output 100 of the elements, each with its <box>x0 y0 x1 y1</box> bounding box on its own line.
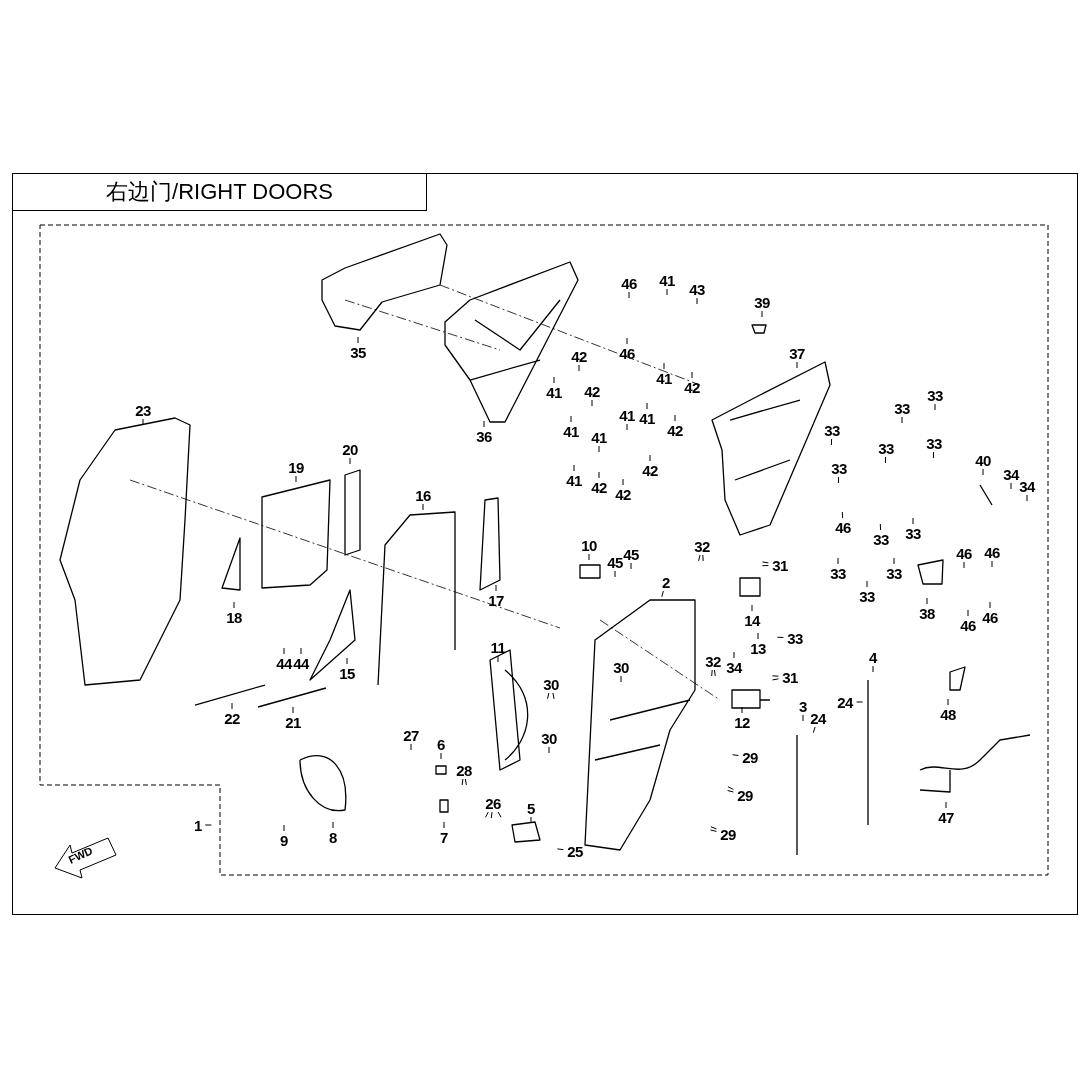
callout-number: 31 <box>772 557 788 573</box>
callout-number: 2 <box>662 574 670 590</box>
callout-number: 42 <box>684 379 700 395</box>
callout-number: 16 <box>415 487 431 503</box>
callout-number: 30 <box>541 730 557 746</box>
leader-line <box>837 476 840 484</box>
leader-line <box>772 678 779 681</box>
callout-number: 3 <box>799 698 807 714</box>
callout-number: 42 <box>591 479 607 495</box>
leader-line <box>440 752 442 760</box>
callout-number: 46 <box>956 545 972 561</box>
callout-number: 42 <box>667 422 683 438</box>
leader-line <box>553 376 555 384</box>
leader-line <box>614 570 616 578</box>
leader-line <box>732 754 739 756</box>
callout-number: 33 <box>824 422 840 438</box>
callout-number: 41 <box>591 429 607 445</box>
leader-line <box>547 692 550 700</box>
callout-number: 4 <box>869 649 877 665</box>
callout-number: 6 <box>437 736 445 752</box>
leader-line <box>691 371 693 379</box>
leader-line <box>982 468 984 476</box>
callout-number: 1 <box>194 817 202 833</box>
leader-line <box>934 403 936 411</box>
leader-line <box>893 557 895 565</box>
callout-number: 47 <box>938 809 954 825</box>
callout-number: 33 <box>894 400 910 416</box>
leader-line <box>741 706 743 714</box>
leader-line <box>300 647 302 655</box>
leader-line <box>556 848 564 851</box>
leader-line <box>485 811 489 818</box>
leader-line <box>570 415 572 423</box>
callout-number: 26 <box>485 795 501 811</box>
callout-number: 37 <box>789 345 805 361</box>
leader-line <box>661 590 664 598</box>
callout-number: 12 <box>734 714 750 730</box>
leader-line <box>674 414 676 422</box>
leader-line <box>591 399 593 407</box>
leader-line <box>349 457 351 465</box>
leader-line <box>626 337 628 345</box>
leader-line <box>295 475 297 483</box>
callout-number: 33 <box>787 630 803 646</box>
callout-number: 31 <box>782 669 798 685</box>
leader-line <box>761 310 763 318</box>
leader-line <box>945 801 947 809</box>
callout-number: 36 <box>476 428 492 444</box>
leader-line <box>497 655 499 663</box>
leader-line <box>666 288 668 296</box>
leader-line <box>796 361 798 369</box>
leader-line <box>578 364 580 372</box>
leader-line <box>837 557 839 565</box>
leader-line <box>926 597 928 605</box>
callout-number: 20 <box>342 441 358 457</box>
leader-line <box>646 402 648 410</box>
callout-number: 8 <box>329 829 337 845</box>
leader-line <box>698 554 701 562</box>
leader-line <box>872 665 874 673</box>
callout-number: 33 <box>873 531 889 547</box>
leader-line <box>1010 482 1012 490</box>
leader-line <box>231 702 233 710</box>
callout-number: 24 <box>810 710 826 726</box>
leader-line <box>357 336 359 344</box>
callout-number: 33 <box>926 435 942 451</box>
callout-number: 40 <box>975 452 991 468</box>
callout-number: 33 <box>905 525 921 541</box>
callout-number: 42 <box>584 383 600 399</box>
leader-line <box>464 778 467 786</box>
callout-number: 5 <box>527 800 535 816</box>
callout-number: 48 <box>940 706 956 722</box>
leader-line <box>497 811 502 818</box>
callout-number: 46 <box>960 617 976 633</box>
callout-number: 38 <box>919 605 935 621</box>
leader-line <box>626 423 628 431</box>
callout-number: 41 <box>659 272 675 288</box>
leader-line <box>757 632 759 640</box>
callout-number: 44 <box>293 655 309 671</box>
callout-number: 24 <box>837 694 853 710</box>
leader-line <box>751 604 753 612</box>
leader-line <box>628 291 630 299</box>
leader-line <box>530 816 532 824</box>
leader-line <box>283 824 285 832</box>
leader-line <box>856 701 864 703</box>
callout-number: 7 <box>440 829 448 845</box>
callout-number: 35 <box>350 344 366 360</box>
leader-line <box>830 438 833 446</box>
callout-number: 41 <box>619 407 635 423</box>
leader-line <box>598 445 600 453</box>
leader-line <box>710 829 717 832</box>
leader-line <box>866 580 868 588</box>
leader-line <box>762 561 769 564</box>
leader-line <box>573 464 575 472</box>
callout-number: 9 <box>280 832 288 848</box>
leader-line <box>727 786 734 790</box>
callout-number: 21 <box>285 714 301 730</box>
callout-number: 39 <box>754 294 770 310</box>
callout-number: 41 <box>566 472 582 488</box>
leader-line <box>292 706 294 714</box>
callout-number: 43 <box>689 281 705 297</box>
callout-number: 45 <box>623 546 639 562</box>
callout-number: 41 <box>546 384 562 400</box>
